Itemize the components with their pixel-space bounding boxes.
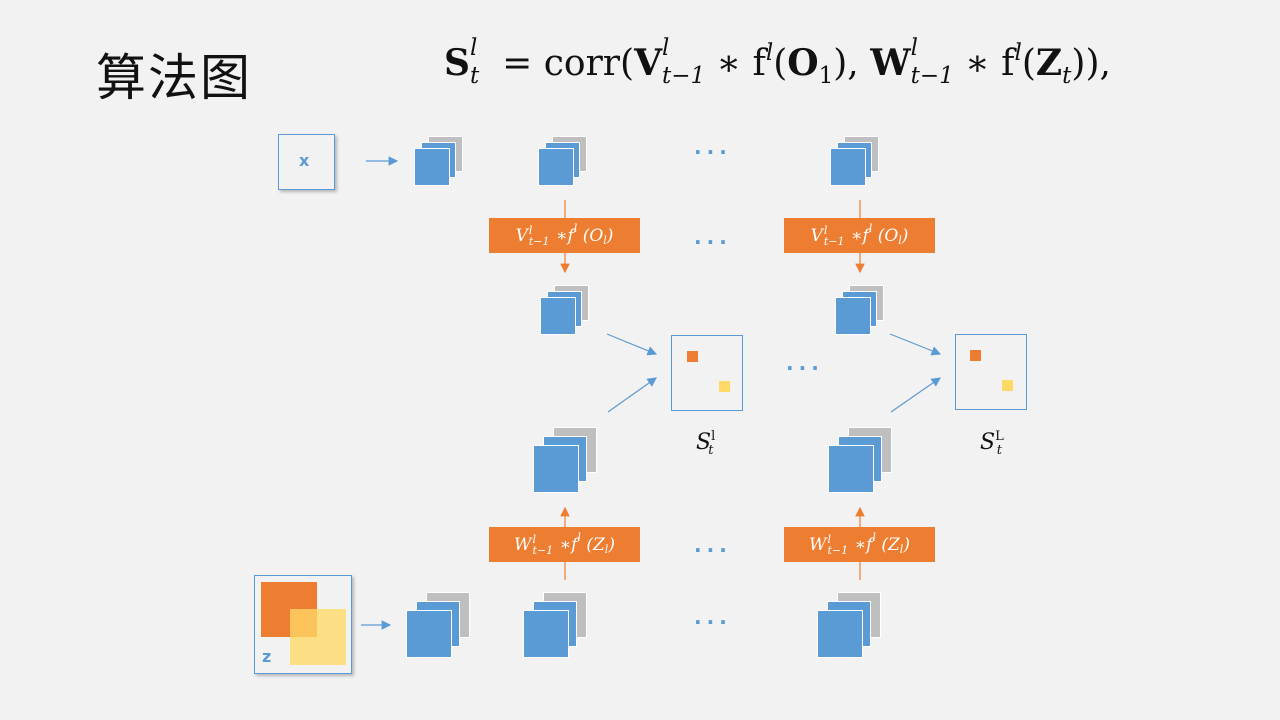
map-1-label: Slt	[696, 429, 716, 458]
arrow-v1-to-s1	[606, 333, 658, 356]
ellipsis-row-5: ···	[694, 610, 732, 634]
map-2-yellow-peak	[1002, 380, 1013, 391]
map-2-label: SLt	[980, 429, 1004, 458]
formula-corr: corr	[543, 43, 621, 84]
arrow-v2-to-s2	[889, 333, 942, 356]
map-1-yellow-peak	[719, 381, 730, 392]
formula-s: S	[444, 42, 470, 84]
slide-title: 算法图	[96, 49, 252, 107]
ellipsis-row-3: ···	[786, 356, 824, 380]
ellipsis-row-4: ···	[694, 538, 732, 562]
similarity-map-1	[671, 335, 743, 411]
x-input-label: x	[299, 151, 310, 170]
map-1-orange-peak	[687, 351, 698, 362]
ellipsis-row-2: ···	[694, 230, 732, 254]
z-yellow-square	[290, 609, 346, 665]
arrow-w2-to-s2	[890, 377, 941, 413]
similarity-map-2	[955, 334, 1027, 410]
arrow-w1-to-s1	[607, 377, 657, 413]
map-2-orange-peak	[970, 350, 981, 361]
z-input-label: z	[262, 647, 272, 666]
ellipsis-row-1: ···	[694, 140, 732, 164]
x-input-box	[278, 134, 335, 190]
